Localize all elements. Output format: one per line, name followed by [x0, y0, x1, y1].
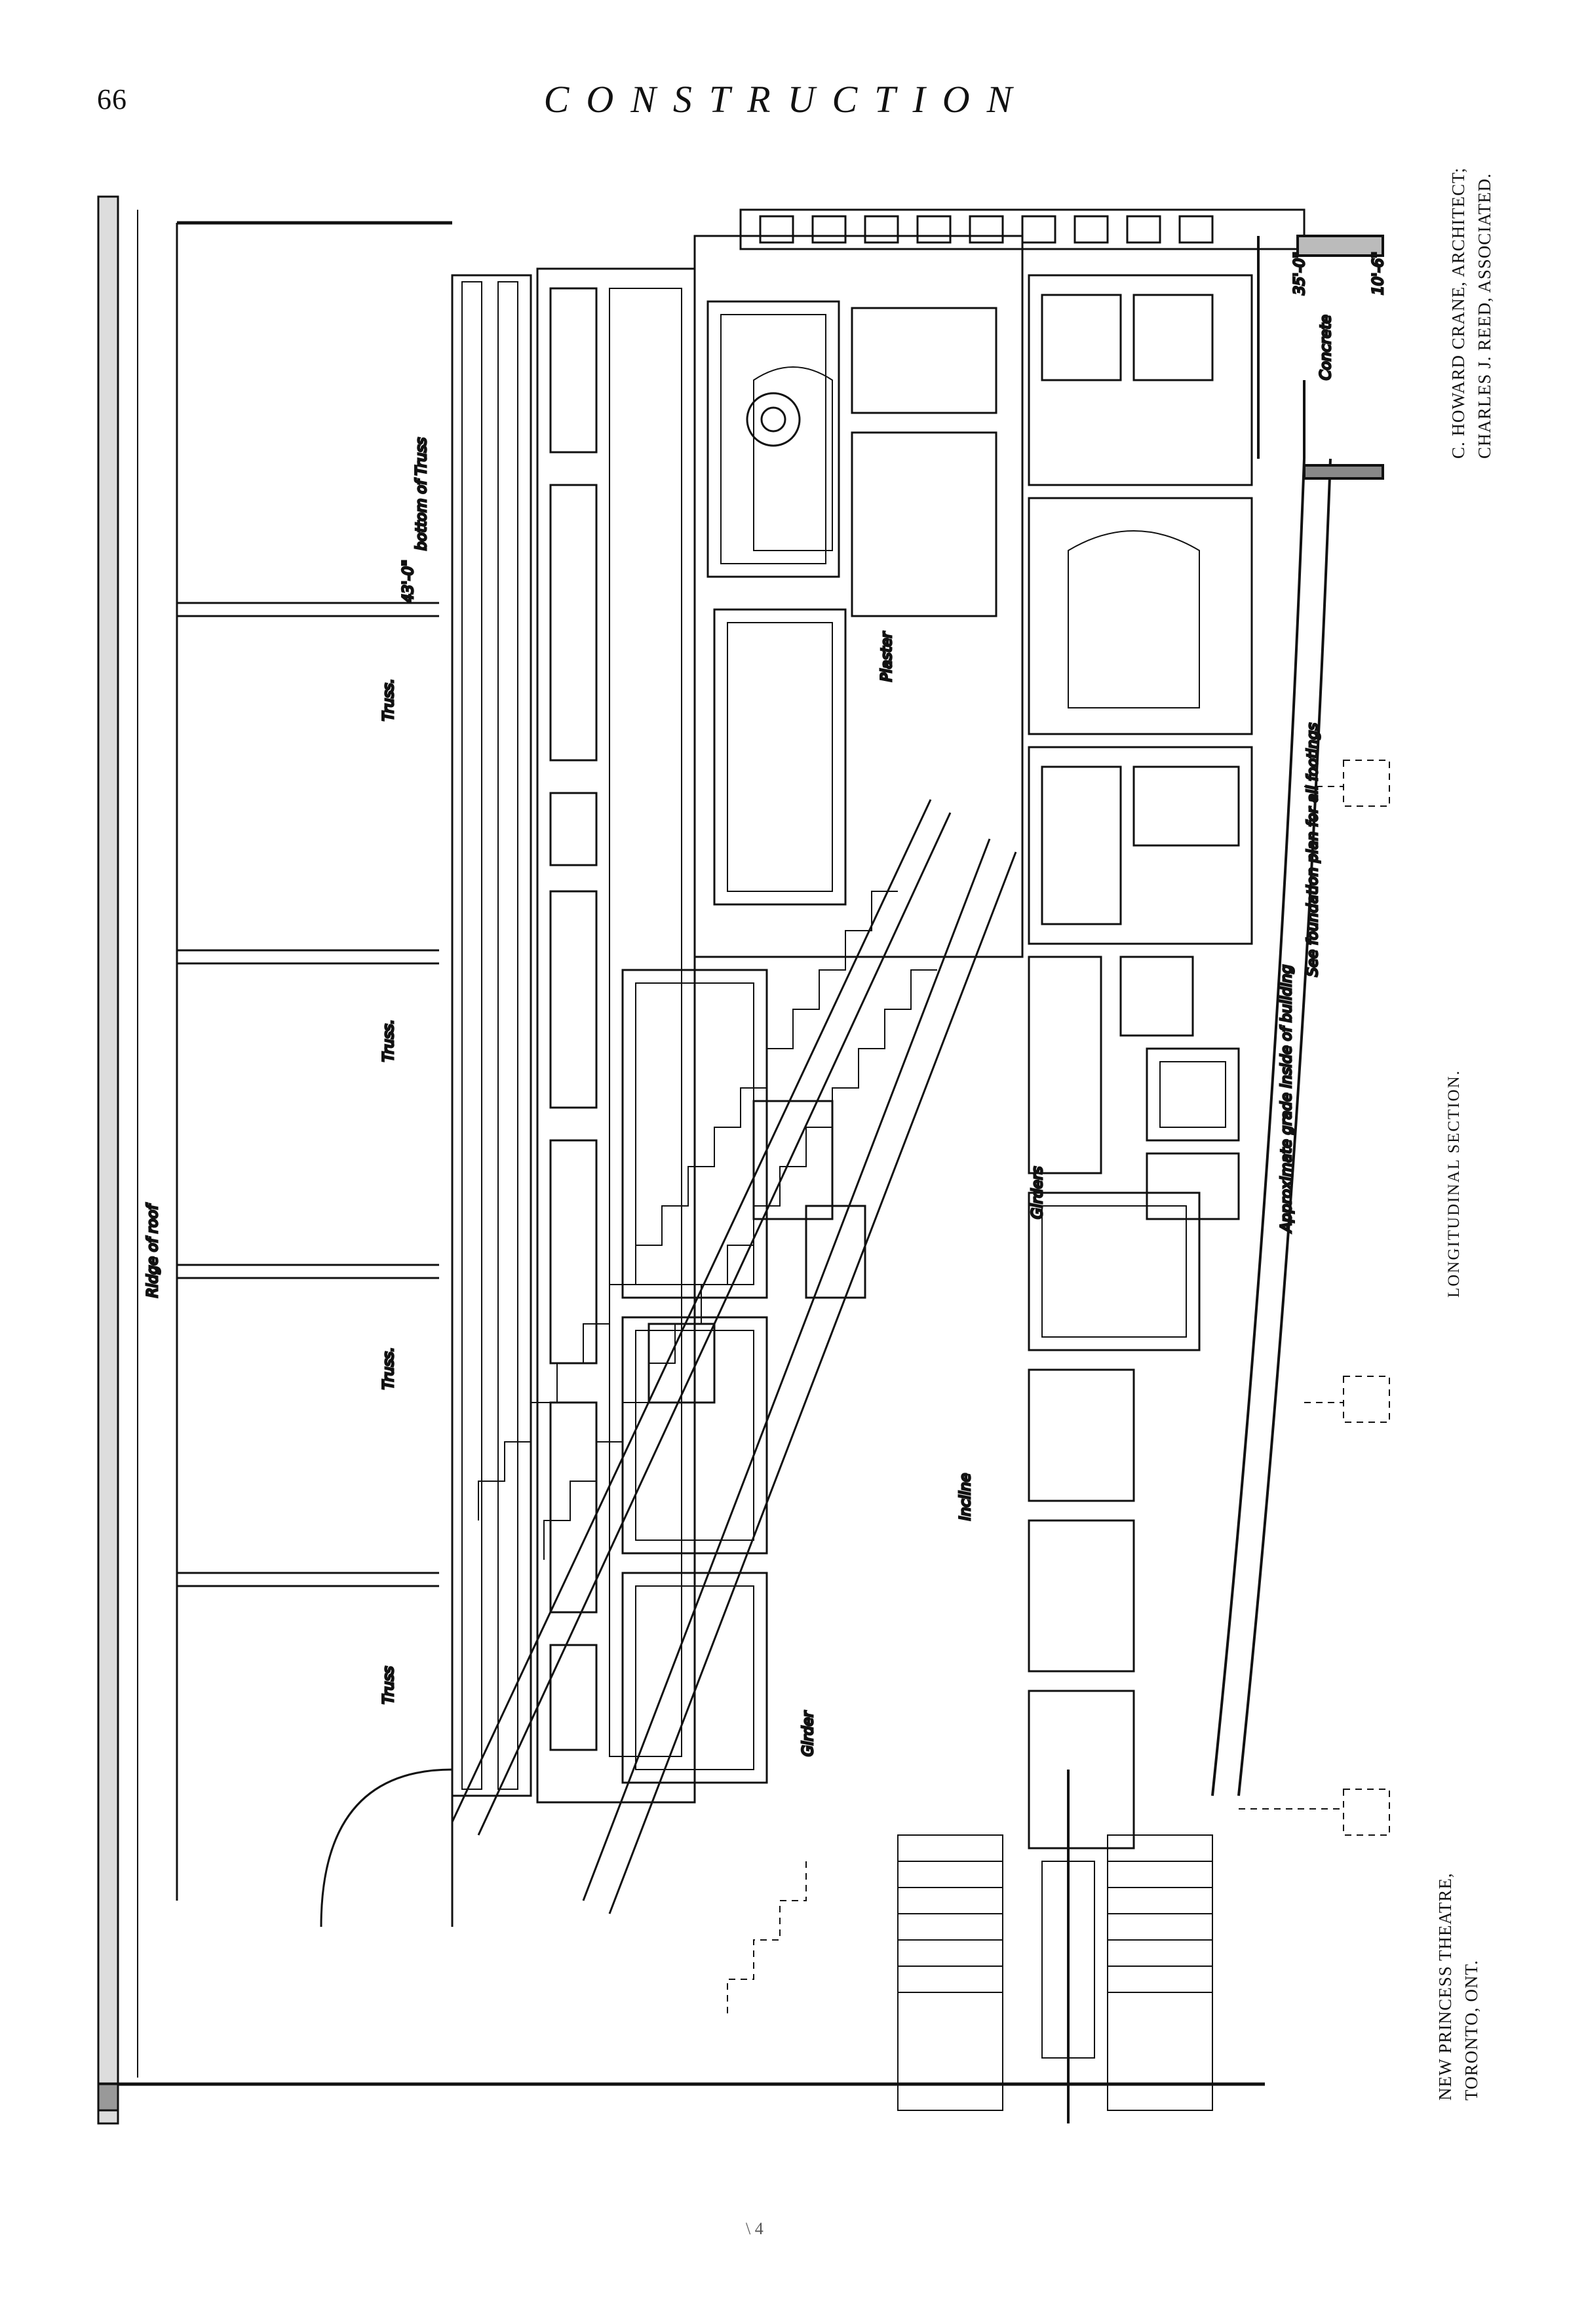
girder-label: Girder: [800, 1710, 817, 1756]
folio-mark: \ 4: [746, 2219, 764, 2238]
bottom-truss-label: bottom of Truss: [414, 438, 430, 551]
caption-project-line-2: TORONTO, ONT.: [1461, 1960, 1481, 2101]
trusses: [177, 221, 452, 1587]
truss-label-3: Truss.: [381, 1347, 397, 1389]
concrete-label: Concrete: [1318, 315, 1334, 380]
balcony-seating: [451, 799, 1017, 1914]
footings: [1239, 760, 1390, 1836]
girders-label: Girders: [1030, 1167, 1046, 1219]
proscenium-boxes: [693, 235, 1024, 958]
stairs: [727, 1770, 1213, 2123]
level-marker-1: 35'-0": [1292, 252, 1308, 295]
level-marker-3: 43'-0": [400, 560, 417, 603]
roof-outline: [97, 195, 1265, 2125]
truss-label-4: Truss: [381, 1666, 397, 1704]
level-marker-2: 10'-6": [1370, 252, 1387, 295]
arch-opening: [320, 1768, 454, 1927]
plaster-label: Plaster: [879, 631, 895, 682]
longitudinal-section-drawing: Ridge of roof Truss. Truss. Truss. Truss…: [85, 184, 1416, 2137]
incline-label: Incline: [957, 1473, 974, 1520]
wall-panels: [549, 287, 768, 1784]
grade-label: Approximate grade inside of building: [1279, 965, 1295, 1233]
orchestra-floor: [1211, 235, 1384, 1796]
footings-label: See foundation plan for all footings: [1305, 723, 1321, 977]
lower-panels: [1028, 956, 1240, 1850]
truss-label-1: Truss.: [381, 678, 397, 721]
ridge-label: Ridge of roof: [145, 1203, 161, 1298]
caption-project-line-1: NEW PRINCESS THEATRE,: [1435, 1872, 1455, 2101]
frieze-panels: [739, 208, 1306, 250]
page-number: 66: [97, 83, 127, 115]
caption-credits: C. HOWARD CRANE, ARCHITECT; CHARLES J. R…: [1445, 167, 1498, 459]
journal-title: CONSTRUCTION: [543, 78, 1030, 121]
caption-credits-line-1: C. HOWARD CRANE, ARCHITECT;: [1448, 167, 1468, 459]
annotation-labels: Ridge of roof Truss. Truss. Truss. Truss…: [144, 250, 1388, 1757]
drawing-title: LONGITUDINAL SECTION.: [1445, 1070, 1463, 1298]
truss-label-2: Truss.: [381, 1019, 397, 1062]
balcony-boxes: [1028, 274, 1253, 945]
ceiling-cornice: [451, 267, 696, 1804]
caption-credits-line-2: CHARLES J. REED, ASSOCIATED.: [1475, 172, 1494, 459]
caption-project: NEW PRINCESS THEATRE, TORONTO, ONT.: [1432, 1872, 1484, 2101]
